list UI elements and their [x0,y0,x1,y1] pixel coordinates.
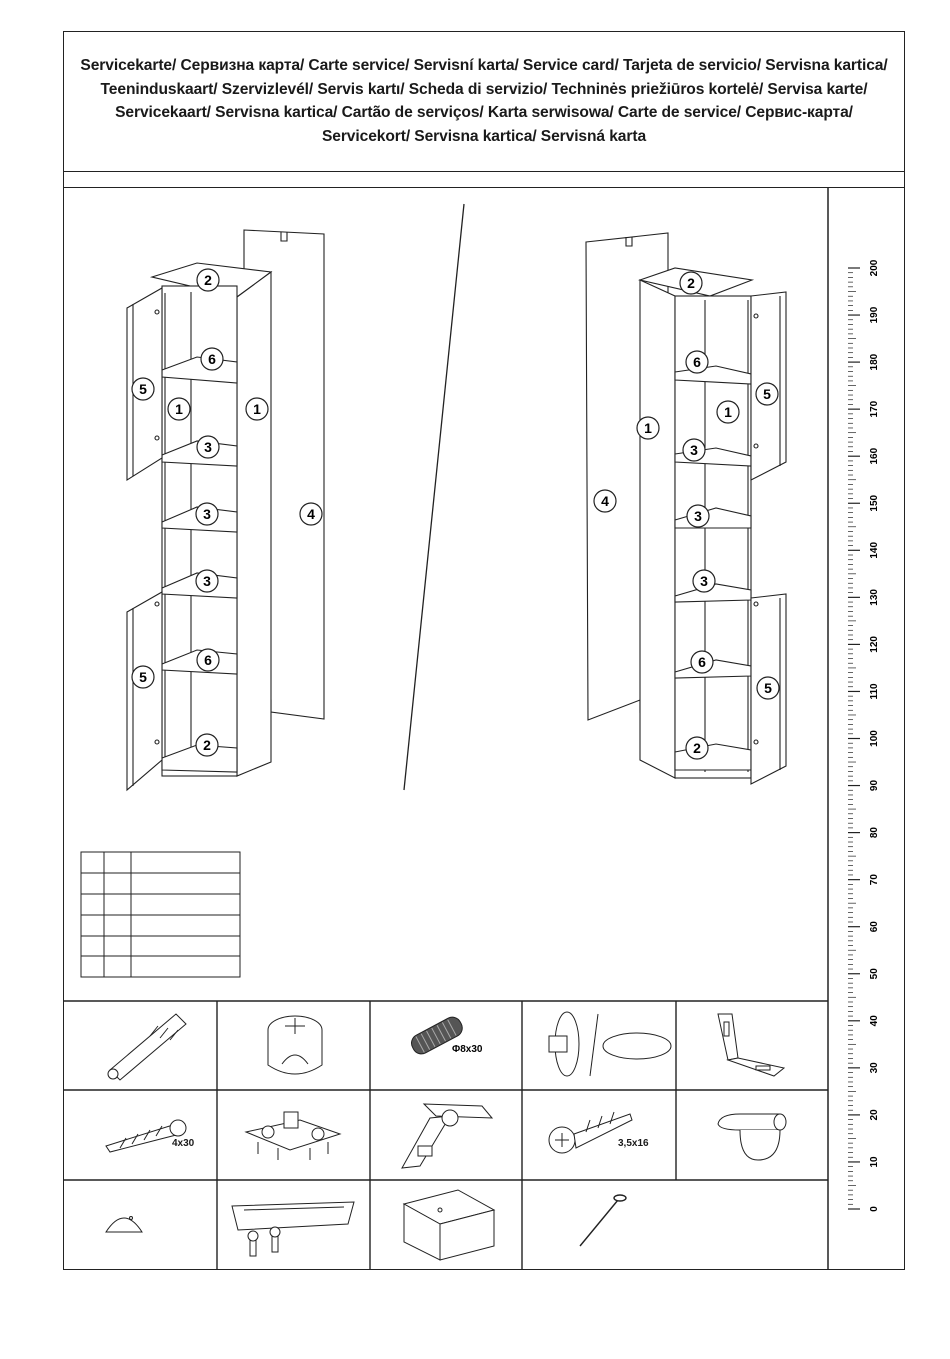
dowel-size-label: Φ8x30 [452,1044,483,1055]
page-frame [63,31,905,1270]
ruler-label: 110 [869,683,880,700]
wood-screw-icon: 3,5x16 [548,1111,649,1154]
ruler-label: 30 [869,1062,880,1074]
callout-number: 6 [693,354,701,370]
callouts-right: 2 6 5 1 1 3 4 3 3 5 6 2 [593,271,780,760]
callout-circle [692,569,716,593]
shelf-support-icon [717,1113,787,1161]
callout-number: 3 [690,442,698,458]
header-band [63,172,905,188]
ruler-label: 20 [869,1109,880,1121]
measuring-ruler: 2001901801701601501401301201101009080706… [848,259,880,1212]
ruler-label: 120 [869,636,880,653]
callout-circle [131,377,155,401]
callout-number: 2 [204,272,212,288]
ruler-label: 50 [869,968,880,980]
ruler-label: 170 [869,400,880,417]
callout-number: 1 [644,420,652,436]
hinge-plate-icon [244,1111,342,1160]
callout-number: 2 [203,737,211,753]
callout-circle [245,397,269,421]
ruler-label: 130 [869,589,880,606]
ruler-label: 80 [869,827,880,839]
page-title: Servicekarte/ Сервизна карта/ Carte serv… [80,57,888,145]
callout-circle [195,569,219,593]
callout-circle [196,435,220,459]
callout-circle [685,350,709,374]
ruler-label: 70 [869,874,880,886]
ruler-label: 100 [869,730,880,747]
callout-circle [756,676,780,700]
callout-number: 2 [693,740,701,756]
ruler-label: 180 [869,353,880,370]
callout-number: 5 [764,680,772,696]
header: Servicekarte/ Сервизна карта/ Carte serv… [63,31,905,172]
ruler-label: 40 [869,1015,880,1027]
callout-number: 5 [763,386,771,402]
ruler-label: 200 [869,259,880,276]
ruler-label: 10 [869,1156,880,1168]
handle-icon [231,1201,355,1257]
cabinet-right-view [585,232,787,785]
callouts-left: 2 6 5 1 1 3 4 3 3 5 6 2 [131,268,323,757]
ruler-label: 60 [869,921,880,933]
nail-icon [579,1194,627,1247]
ruler-label: 190 [869,306,880,323]
callout-number: 6 [204,652,212,668]
callout-number: 3 [203,573,211,589]
ruler-label: 140 [869,542,880,559]
callout-number: 6 [698,654,706,670]
callout-circle [200,347,224,371]
callout-circle [196,268,220,292]
bumper-pad-icon [105,1216,143,1233]
callout-circle [755,382,779,406]
callout-circle [299,502,323,526]
callout-number: 1 [253,401,261,417]
callout-number: 2 [687,275,695,291]
callout-number: 3 [700,573,708,589]
callout-circle [682,438,706,462]
callout-number: 5 [139,669,147,685]
block-icon [402,1189,496,1261]
wood-screw-size-label: 3,5x16 [618,1138,649,1149]
ruler-label: 0 [869,1206,880,1212]
callout-circle [195,502,219,526]
callout-circle [195,733,219,757]
angle-bracket-icon [717,1013,786,1077]
callout-circle [716,400,740,424]
callout-circle [690,650,714,674]
callout-number: 5 [139,381,147,397]
ruler-label: 90 [869,780,880,792]
cabinet-left-view [126,229,325,792]
callout-number: 1 [724,404,732,420]
callout-circle [167,397,191,421]
callout-circle [131,665,155,689]
callout-circle [686,504,710,528]
callout-circle [679,271,703,295]
hinge-icon [401,1103,494,1169]
parts-table [80,851,241,978]
ruler-label: 160 [869,447,880,464]
callout-number: 1 [175,401,183,417]
callout-number: 3 [203,506,211,522]
cam-lock-icon [267,1015,323,1075]
cover-cap-icon [548,1011,672,1077]
callout-number: 3 [204,439,212,455]
callout-number: 3 [694,508,702,524]
callout-number: 4 [307,506,315,522]
hardware-grid [63,1000,828,1270]
callout-circle [196,648,220,672]
callout-circle [685,736,709,760]
callout-number: 4 [601,493,609,509]
callout-circle [636,416,660,440]
callout-number: 6 [208,351,216,367]
callout-circle [593,489,617,513]
ruler-label: 150 [869,494,880,511]
screw-icon: 4x30 [105,1119,195,1153]
cam-bolt-icon [107,1013,187,1081]
screw-size-label: 4x30 [172,1138,195,1149]
wooden-dowel-icon: Φ8x30 [411,1016,483,1055]
